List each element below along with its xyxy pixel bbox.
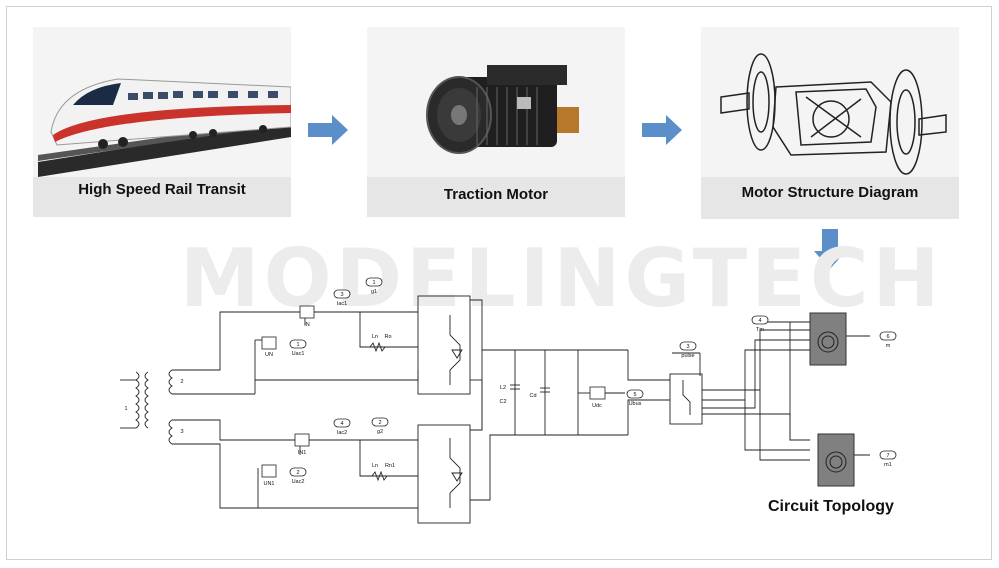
train-image [33, 27, 291, 177]
right-arrow-icon [642, 115, 682, 145]
port-uac1-num: 1 [296, 342, 299, 348]
label-c2: C2 [499, 399, 506, 405]
down-arrow-icon [814, 229, 846, 269]
panel-motor-structure: Motor Structure Diagram [701, 27, 959, 219]
label-t1: 1 [124, 406, 127, 412]
label-ln2: Ln [372, 463, 378, 469]
port-m1-num: 7 [886, 453, 889, 459]
label-rn1: Rn1 [385, 463, 395, 469]
label-ln: Ln [372, 334, 378, 340]
port-ubus-label: Ubus [629, 401, 642, 407]
label-l2: L2 [500, 385, 506, 391]
panel-caption: High Speed Rail Transit [78, 181, 246, 198]
port-pulse-num: 3 [686, 344, 689, 350]
port-ubus-num: 5 [633, 392, 636, 398]
panel-high-speed-rail: High Speed Rail Transit [33, 27, 291, 217]
port-tm-label: Tm [756, 327, 764, 333]
port-m-label: m [886, 343, 891, 349]
label-un: UN [265, 352, 273, 358]
motor-image [367, 27, 625, 177]
port-uac2-num: 2 [296, 470, 299, 476]
label-in: IN [304, 322, 310, 328]
port-iac2-label: Iac2 [337, 430, 347, 436]
port-g2-label: g2 [377, 429, 383, 435]
label-ro: Ro [384, 334, 391, 340]
panel-caption: Traction Motor [443, 186, 549, 203]
label-un1: UN1 [263, 481, 274, 487]
port-m-num: 6 [886, 334, 889, 340]
motor-structure-image [701, 27, 959, 177]
port-uac1-label: Uac1 [292, 351, 305, 357]
port-m1-label: m1 [884, 462, 892, 468]
label-in1: IN1 [298, 450, 307, 456]
panel-traction-motor: Traction Motor [367, 27, 625, 217]
label-t2: 2 [180, 379, 183, 385]
port-iac1-label: Iac1 [337, 301, 347, 307]
label-udc: Udc [592, 403, 602, 409]
label-cd: Cd [529, 393, 536, 399]
port-g1-label: g1 [371, 289, 377, 295]
port-iac2-num: 4 [340, 421, 343, 427]
figure-frame [6, 6, 992, 560]
port-tm-num: 4 [758, 318, 761, 324]
circuit-topology-caption: Circuit Topology [768, 498, 894, 515]
label-t3: 3 [180, 429, 183, 435]
right-arrow-icon [308, 115, 348, 145]
port-pulse-label: pulse [681, 353, 694, 359]
port-uac2-label: Uac2 [292, 479, 305, 485]
port-g1-num: 1 [372, 280, 375, 286]
port-iac1-num: 3 [340, 292, 343, 298]
port-g2-num: 2 [378, 420, 381, 426]
panel-caption: Motor Structure Diagram [741, 184, 919, 201]
